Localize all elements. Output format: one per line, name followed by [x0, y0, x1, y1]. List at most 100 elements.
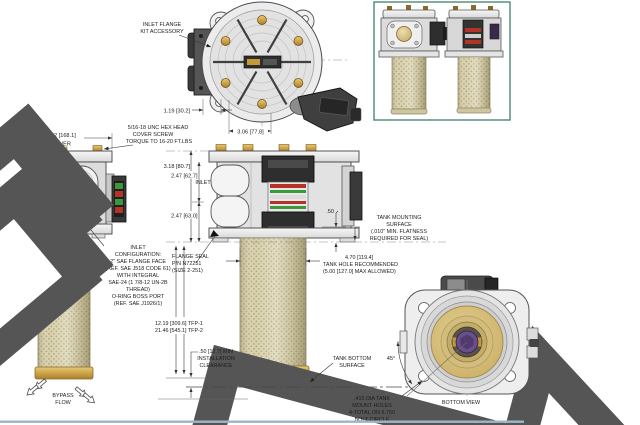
isometric-views-panel [373, 1, 511, 121]
dim-cover-value: 6.62 [168.1] [46, 133, 76, 139]
clearance-l3: CLEARANCE [200, 363, 233, 369]
dim-50-text: .50 [326, 209, 334, 215]
iso-unit-right [444, 5, 504, 114]
tank-bottom-l2: SURFACE [339, 363, 365, 369]
label-inlet-flange-kit: INLET FLANGE KIT ACCESSORY [140, 22, 212, 48]
brass-segment-left [452, 337, 457, 347]
tank-hole-l1: 4.70 [119.4] [345, 255, 374, 261]
indicator-red-band [115, 191, 123, 197]
page-bottom-rule [0, 420, 524, 423]
indicator-body-section [349, 171, 363, 221]
flange-seal-l3: (SIZE 2-251) [172, 268, 203, 274]
inlet-config-l4: (REF. SAE J518 CODE 61) [105, 266, 171, 272]
dim-2-47-upper-text: 2.47 [62.7] [171, 174, 198, 180]
tank-hole-l3: (5.00 [127.0] MAX ALLOWED) [323, 269, 396, 275]
section-foot-left [212, 237, 229, 243]
label-cover-screw-line2: COVER SCREW [133, 132, 175, 138]
dim-element-length: 12.19 [309.6] TFP-1 21.46 [545.1] TFP-2 [152, 246, 236, 379]
label-tank-mounting: TANK MOUNTING SURFACE (.010" MIN. FLATNE… [353, 215, 429, 242]
label-flange-seal: FLANGE SEAL P/N N72251 (SIZE 2-251) [172, 230, 219, 274]
flange-seal-l2: P/N N72251 [172, 261, 201, 267]
inlet-config-l1: INLET [130, 245, 146, 251]
clearance-l2: INSTALLATION [197, 356, 235, 362]
tank-mounting-l1: TANK MOUNTING [377, 215, 422, 221]
section-base-plate [208, 227, 360, 239]
tank-mounting-l4: REQUIRED FOR SEAL) [370, 236, 429, 242]
visual-indicator-front [105, 173, 127, 223]
dim-tank-hole: 4.70 [119.4] TANK HOLE RECOMMENDED (5.00… [226, 248, 398, 275]
leader-tank-bottom [309, 362, 334, 383]
inlet-config-l7: THREAD) [126, 287, 150, 293]
inlet-port-lower [210, 195, 250, 228]
inlet-config-l3: 2" SAE FLANGE FACE [110, 259, 166, 265]
dim-1-19-text: 1.19 [30.2] [164, 109, 191, 115]
section-view: INLET 3.18 [80.7] 2.47 [62.7] 2.47 [63.0… [0, 65, 640, 425]
filter-element-section [236, 237, 310, 379]
inlet-config-l9: (REF. SAE J1926/1) [114, 301, 162, 307]
mount-holes-l4: BOLT CIRCLE [355, 417, 390, 423]
label-tank-bottom: TANK BOTTOM SURFACE [309, 356, 372, 383]
section-foot-right [339, 237, 356, 243]
element-end-cap-front [34, 366, 94, 380]
cover-screws-top [220, 15, 304, 109]
brass-segment-right [477, 337, 482, 347]
flange-seal-l1: FLANGE SEAL [172, 254, 209, 260]
dim-3-06: 3.06 [77.8] [228, 100, 272, 136]
label-cover-screw-line3: TORQUE TO 16-20 FT.LBS [126, 139, 193, 145]
label-bottom-view: BOTTOM VIEW [442, 400, 481, 406]
label-mount-holes: .415 DIA TANK MOUNT HOLES 4-TOTAL ON 6.7… [349, 380, 423, 423]
dim-3-18: 3.18 [80.7] [164, 151, 193, 242]
leader-cover-screw [103, 144, 134, 151]
iso-unit-left [378, 5, 449, 115]
inlet-config-l6: SAE-24 (1 7/8-12 UN-2B [108, 280, 168, 286]
dim-3-06-text: 3.06 [77.8] [237, 130, 264, 136]
dim-2-47-lower-text: 2.47 [63.0] [171, 214, 198, 220]
top-plan-view: INLET FLANGE KIT ACCESSORY 1.19 [30.2] 3… [140, 1, 362, 136]
inlet-config-l2: CONFIGURATION: [115, 252, 161, 258]
bottom-right-tab2 [526, 345, 539, 359]
dim-length-tfp2: 21.46 [545.1] TFP-2 [155, 328, 203, 334]
clogging-indicator-top [289, 87, 362, 132]
bottom-left-tab [399, 330, 408, 354]
label-bypass-line1: BYPASS [52, 393, 74, 399]
leader-flange-kit [178, 34, 212, 48]
clearance-l1: .50 [12.7] MIN [199, 349, 233, 355]
label-inlet-flange-kit-line2: KIT ACCESSORY [140, 29, 184, 35]
dim-45-degrees: 45° [387, 341, 468, 397]
label-inlet-flange-kit-line1: INLET FLANGE [143, 22, 182, 28]
section-cover-screws [215, 144, 317, 152]
mount-holes-l1: .415 DIA TANK [354, 396, 390, 402]
label-inlet-config: INLET CONFIGURATION: 2" SAE FLANGE FACE … [68, 202, 171, 307]
leader-mount-holes [401, 380, 423, 397]
valve-green-stripe [270, 190, 306, 193]
dim-point-50: .50 [322, 209, 346, 252]
bypass-valve-assembly [261, 155, 315, 237]
center-nameplate [243, 55, 282, 69]
leader-flange-seal [195, 235, 216, 264]
label-cover-screw-line1: 5/16-18 UNC HEX HEAD [128, 125, 189, 131]
bottom-right-dark [530, 339, 539, 347]
indicator-green-band [115, 183, 123, 189]
mount-holes-l2: MOUNT HOLES [352, 403, 392, 409]
tank-bottom-l1: TANK BOTTOM [333, 356, 372, 362]
mount-holes-l3: 4-TOTAL ON 6.750 [349, 410, 395, 416]
dim-1-19: 1.19 [30.2] [164, 99, 232, 115]
inlet-config-l8: O-RING BOSS PORT [112, 294, 165, 300]
bottom-concentric [414, 289, 520, 395]
tank-mounting-l3: (.010" MIN. FLATNESS [371, 229, 427, 235]
tank-hole-l2: TANK HOLE RECOMMENDED [323, 262, 398, 268]
dim-2-47-upper: 2.47 [62.7] [171, 162, 201, 202]
dim-installation-clearance: .50 [12.7] MIN INSTALLATION CLEARANCE [189, 349, 235, 398]
flange-seal-pointer [210, 230, 219, 237]
dim-45-text: 45° [387, 356, 395, 362]
label-bypass-line2: FLOW [55, 400, 71, 406]
indicator-green-band2 [115, 199, 123, 205]
inlet-port-upper [210, 164, 250, 197]
front-foot-right [91, 233, 106, 239]
indicator-red-band2 [115, 207, 123, 213]
label-cover-screw: 5/16-18 UNC HEX HEAD COVER SCREW TORQUE … [103, 125, 193, 151]
dim-length-tfp1: 12.19 [309.6] TFP-1 [155, 321, 203, 327]
label-inlet: INLET [195, 180, 211, 186]
